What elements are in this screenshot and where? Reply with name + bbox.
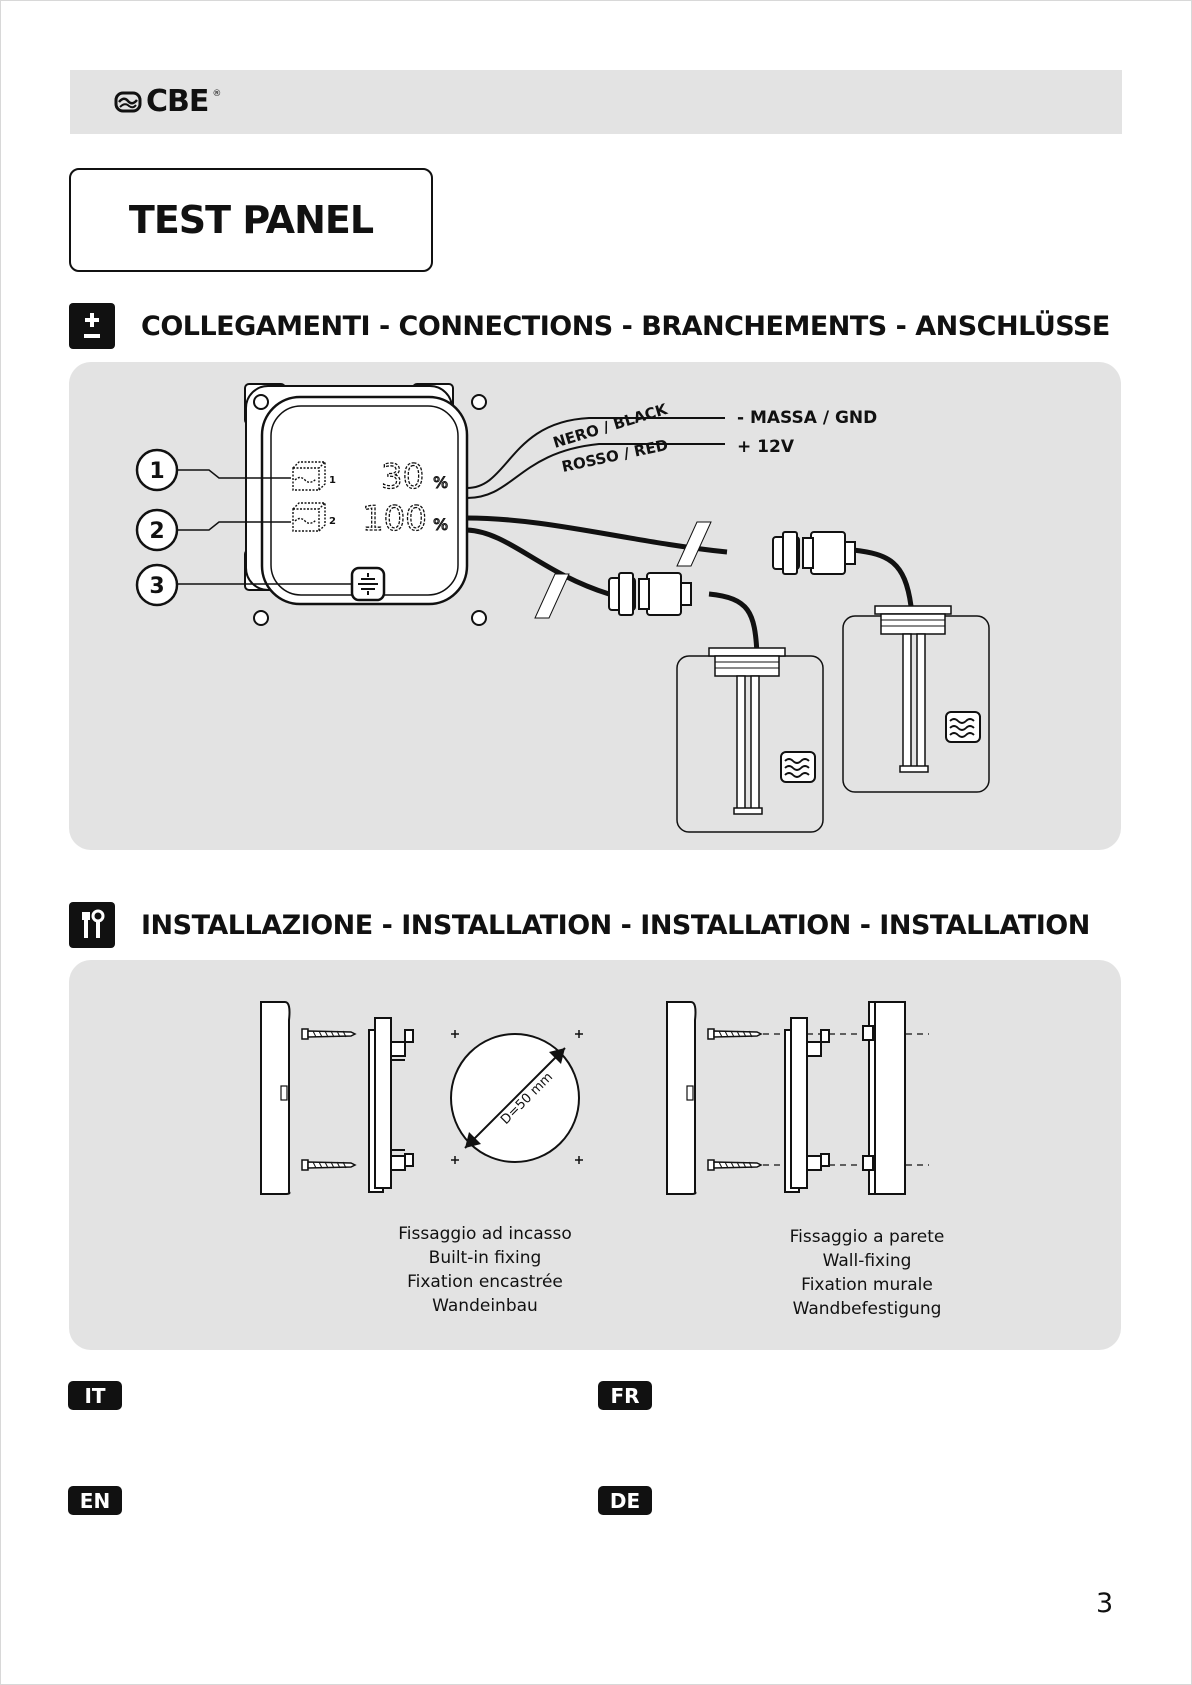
screw <box>301 1159 357 1171</box>
brand-logo: CBE ® <box>114 84 221 119</box>
water-level-icon <box>945 711 981 743</box>
screw <box>707 1159 763 1171</box>
connections-heading: COLLEGAMENTI - CONNECTIONS - BRANCHEMENT… <box>69 303 1110 349</box>
screw <box>301 1028 357 1040</box>
builtin-caption-it: Fissaggio ad incasso <box>398 1224 572 1244</box>
display-value-1: 30 <box>381 457 424 497</box>
builtin-caption-en: Built-in fixing <box>428 1248 542 1268</box>
lang-badge-fr: FR <box>598 1381 652 1410</box>
document-title-box: TEST PANEL <box>69 168 433 272</box>
connector-2 <box>608 572 692 616</box>
installation-diagram: D=50 mm <box>260 1001 929 1195</box>
installation-panel: D=50 mm <box>69 960 1121 1350</box>
twelve-volt-label: + 12V <box>737 437 795 457</box>
water-level-icon <box>780 751 816 783</box>
plus-minus-icon <box>69 303 115 349</box>
screw <box>707 1028 763 1040</box>
installation-title: INSTALLAZIONE - INSTALLATION - INSTALLAT… <box>141 909 1090 941</box>
callout-1-label: 1 <box>149 459 164 484</box>
builtin-bezel <box>260 1001 291 1195</box>
display-value-2: 100 <box>362 499 427 539</box>
wall-bezel <box>666 1001 697 1195</box>
wall-caption-it: Fissaggio a parete <box>789 1227 945 1247</box>
tools-icon <box>69 902 115 948</box>
builtin-caption-fr: Fixation encastrée <box>407 1272 563 1292</box>
cbe-logo-icon <box>114 91 142 112</box>
callout-lines <box>169 469 352 585</box>
cable-cut-mark <box>676 521 712 567</box>
wall-caption: Fissaggio a parete Wall-fixing Fixation … <box>707 1225 1027 1321</box>
wall-section <box>862 1001 906 1195</box>
callout-1: 1 <box>135 448 179 492</box>
power-wires <box>466 417 725 499</box>
header-band: CBE ® <box>70 70 1122 134</box>
connections-panel: 1 30 % 2 100 % 1 <box>69 362 1121 850</box>
connector-1 <box>772 531 856 575</box>
wall-mount-plate <box>784 1017 830 1193</box>
lang-badge-it: IT <box>68 1381 122 1410</box>
page-number: 3 <box>1096 1588 1114 1619</box>
connections-title: COLLEGAMENTI - CONNECTIONS - BRANCHEMENT… <box>141 310 1110 342</box>
display-unit-2: % <box>433 515 448 534</box>
tank-2 <box>842 605 990 793</box>
display-unit-1: % <box>433 473 448 492</box>
brand-name: CBE <box>146 84 209 119</box>
callout-3-label: 3 <box>149 574 164 599</box>
wall-caption-fr: Fixation murale <box>801 1275 933 1295</box>
builtin-caption-de: Wandeinbau <box>432 1296 538 1316</box>
test-button-icon <box>350 566 386 602</box>
tank-1 <box>676 647 824 833</box>
callout-2-label: 2 <box>149 519 164 544</box>
display-tank1-index: 1 <box>329 475 336 486</box>
installation-heading: INSTALLAZIONE - INSTALLATION - INSTALLAT… <box>69 902 1090 948</box>
connections-diagram: 1 30 % 2 100 % 1 <box>135 383 990 833</box>
cable-cut-mark <box>534 573 570 619</box>
mounting-holes <box>253 394 487 626</box>
document-title: TEST PANEL <box>128 198 374 242</box>
brand-registered-mark: ® <box>212 88 222 99</box>
cutout-circle <box>450 1033 580 1163</box>
callout-3: 3 <box>135 563 179 607</box>
display-tank2-index: 2 <box>329 516 336 527</box>
lang-badge-de: DE <box>598 1486 652 1515</box>
wall-caption-en: Wall-fixing <box>822 1251 912 1271</box>
callout-2: 2 <box>135 508 179 552</box>
builtin-caption: Fissaggio ad incasso Built-in fixing Fix… <box>325 1222 645 1318</box>
cutout-crosses <box>451 1030 583 1164</box>
gnd-label: - MASSA / GND <box>737 408 877 428</box>
lang-badge-en: EN <box>68 1486 122 1515</box>
tank-icon <box>292 502 327 532</box>
tank-icon <box>292 461 327 491</box>
wall-caption-de: Wandbefestigung <box>792 1299 942 1319</box>
builtin-mount-plate <box>368 1017 414 1193</box>
